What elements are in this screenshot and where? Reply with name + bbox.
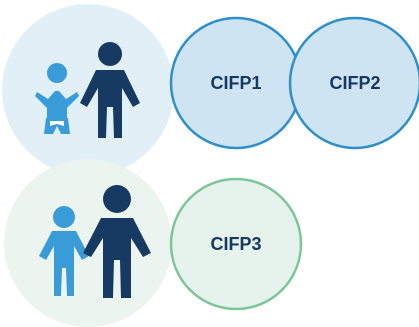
child-icon [39, 206, 89, 296]
row2-background-circle [4, 159, 172, 327]
cifp2-circle [288, 16, 419, 150]
cifp2-label: CIFP2 [329, 73, 380, 93]
cifp1-label: CIFP1 [210, 73, 261, 93]
cifp3-circle [169, 177, 303, 311]
adult-icon [83, 185, 151, 298]
adult-icon [80, 42, 140, 138]
cifp3-label: CIFP3 [210, 234, 261, 254]
baby-icon [35, 63, 79, 134]
